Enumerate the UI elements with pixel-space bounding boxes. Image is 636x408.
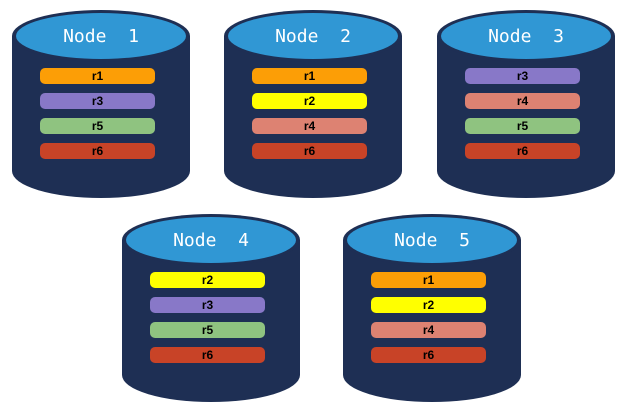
- replica-bar-r5: r5: [40, 118, 155, 134]
- replica-bar-r3: r3: [40, 93, 155, 109]
- replica-bar-r2: r2: [150, 272, 265, 288]
- node-5-cylinder: Node 5 r1 r2 r4 r6: [343, 214, 521, 402]
- cylinder-top-rim: Node 1: [12, 10, 190, 62]
- cylinder-top-face: Node 3: [441, 13, 611, 59]
- cylinder-top-face: Node 5: [347, 217, 517, 263]
- replica-label: r6: [422, 348, 435, 362]
- replica-bar-list: r1 r2 r4 r6: [252, 68, 367, 168]
- replica-bar-r6: r6: [465, 143, 580, 159]
- cylinder-top-rim: Node 5: [343, 214, 521, 266]
- replica-label: r3: [516, 69, 529, 83]
- cylinder-top-face: Node 4: [126, 217, 296, 263]
- replica-bar-list: r3 r4 r5 r6: [465, 68, 580, 168]
- replica-bar-r1: r1: [40, 68, 155, 84]
- replica-bar-r1: r1: [252, 68, 367, 84]
- replica-bar-list: r1 r3 r5 r6: [40, 68, 155, 168]
- cylinder-top-rim: Node 3: [437, 10, 615, 62]
- replica-bar-r4: r4: [252, 118, 367, 134]
- replica-label: r4: [516, 94, 529, 108]
- cylinder-body: [437, 36, 615, 198]
- node-title: Node 3: [488, 26, 564, 47]
- replica-label: r1: [91, 69, 104, 83]
- replica-bar-r4: r4: [465, 93, 580, 109]
- replica-label: r1: [422, 273, 435, 287]
- replica-label: r2: [303, 94, 316, 108]
- replica-bar-r3: r3: [465, 68, 580, 84]
- cylinder-body: [343, 240, 521, 402]
- node-title: Node 1: [63, 26, 139, 47]
- node-4-cylinder: Node 4 r2 r3 r5 r6: [122, 214, 300, 402]
- replica-label: r1: [303, 69, 316, 83]
- node-title: Node 2: [275, 26, 351, 47]
- replica-bar-list: r1 r2 r4 r6: [371, 272, 486, 372]
- replica-label: r5: [516, 119, 529, 133]
- cylinder-body: [224, 36, 402, 198]
- replica-bar-r6: r6: [252, 143, 367, 159]
- replica-bar-r3: r3: [150, 297, 265, 313]
- replica-label: r6: [91, 144, 104, 158]
- node-1-cylinder: Node 1 r1 r3 r5 r6: [12, 10, 190, 198]
- replica-label: r3: [91, 94, 104, 108]
- replica-bar-r6: r6: [371, 347, 486, 363]
- node-title: Node 4: [173, 230, 249, 251]
- node-3-cylinder: Node 3 r3 r4 r5 r6: [437, 10, 615, 198]
- cylinder-top-rim: Node 4: [122, 214, 300, 266]
- node-2-cylinder: Node 2 r1 r2 r4 r6: [224, 10, 402, 198]
- replica-label: r4: [303, 119, 316, 133]
- replica-label: r6: [516, 144, 529, 158]
- replica-label: r2: [201, 273, 214, 287]
- replica-bar-r1: r1: [371, 272, 486, 288]
- cylinder-top-face: Node 1: [16, 13, 186, 59]
- replica-bar-r6: r6: [150, 347, 265, 363]
- cylinder-top-face: Node 2: [228, 13, 398, 59]
- replica-label: r4: [422, 323, 435, 337]
- replica-bar-r5: r5: [465, 118, 580, 134]
- replica-bar-list: r2 r3 r5 r6: [150, 272, 265, 372]
- replica-label: r5: [91, 119, 104, 133]
- replica-bar-r4: r4: [371, 322, 486, 338]
- replica-bar-r2: r2: [371, 297, 486, 313]
- replica-bar-r2: r2: [252, 93, 367, 109]
- replica-bar-r5: r5: [150, 322, 265, 338]
- replica-label: r3: [201, 298, 214, 312]
- cylinder-body: [122, 240, 300, 402]
- replica-bar-r6: r6: [40, 143, 155, 159]
- replica-label: r5: [201, 323, 214, 337]
- cylinder-top-rim: Node 2: [224, 10, 402, 62]
- node-title: Node 5: [394, 230, 470, 251]
- cylinder-body: [12, 36, 190, 198]
- replica-label: r6: [303, 144, 316, 158]
- replica-label: r6: [201, 348, 214, 362]
- replica-label: r2: [422, 298, 435, 312]
